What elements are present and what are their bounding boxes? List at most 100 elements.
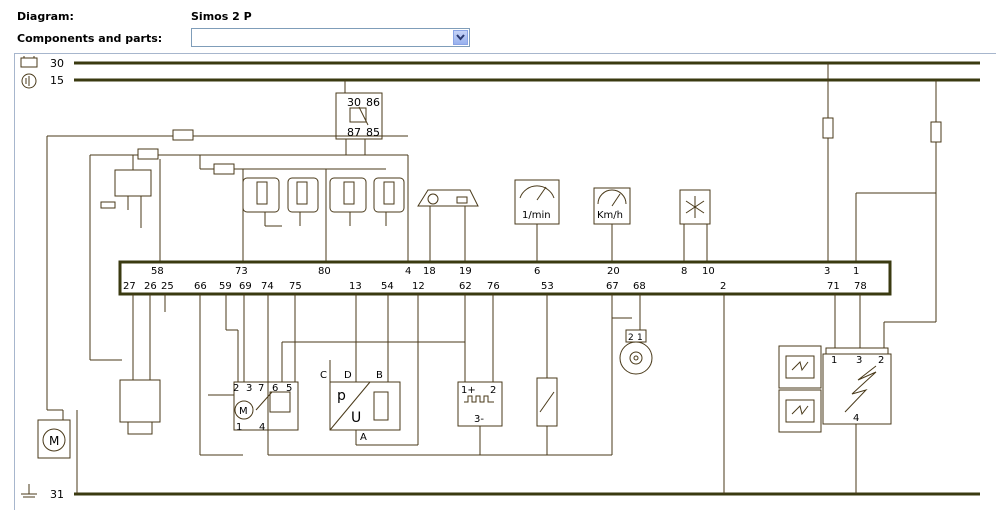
spark-plug-1 [778, 345, 822, 389]
ecu-pin: 58 [151, 266, 164, 277]
ecu-pin: 19 [459, 266, 472, 277]
speed-sensor-pin: 1 [637, 333, 643, 343]
spark-plug-2 [778, 389, 822, 433]
ecu-pin: 68 [633, 281, 646, 292]
injector-4 [373, 177, 405, 226]
ecu-pin: 69 [239, 281, 252, 292]
ecu-pin: 6 [534, 266, 540, 277]
ecu-pin: 66 [194, 281, 207, 292]
ecu-pin: 4 [405, 266, 411, 277]
diagram-name: Simos 2 P [191, 10, 252, 23]
speed-sensor [619, 329, 653, 375]
ecu-pin: 10 [702, 266, 715, 277]
components-select[interactable] [191, 28, 470, 47]
components-label: Components and parts: [17, 32, 163, 45]
throttle-pin: 6 [272, 383, 278, 394]
ecu-pin: 54 [381, 281, 394, 292]
ecu-pin: 62 [459, 281, 472, 292]
ecu-pin: 12 [412, 281, 425, 292]
fuel-injector-assembly [119, 294, 166, 435]
injector-3 [325, 169, 367, 262]
ecu-pin: 76 [487, 281, 500, 292]
map-pin: B [376, 370, 383, 381]
throttle-pin: 4 [259, 422, 265, 433]
ecu-pin: 27 [123, 281, 136, 292]
injector-2 [287, 177, 319, 226]
rail-30-label: 30 [50, 57, 64, 70]
coolant-temp-sensor [536, 377, 558, 455]
throttle-pin: 3 [246, 383, 252, 394]
ecu-pin: 74 [261, 281, 274, 292]
ecu-pin: 2 [720, 281, 726, 292]
ecu-pin: 20 [607, 266, 620, 277]
ecu-pin: 1 [853, 266, 859, 277]
battery-icon [20, 56, 38, 68]
ecu-pin: 3 [824, 266, 830, 277]
relay-pin: 30 [347, 96, 361, 109]
throttle-pin: 7 [258, 383, 264, 394]
diagram-label: Diagram: [17, 10, 74, 23]
map-u-label: U [351, 410, 361, 426]
ecu-pin: 75 [289, 281, 302, 292]
canister-valve [100, 155, 161, 262]
ecu-pin: 73 [235, 266, 248, 277]
hall-pin: 2 [490, 385, 496, 396]
ignition-pin: 4 [853, 413, 859, 424]
fuse-5-icon [213, 163, 235, 175]
map-pin: D [344, 370, 352, 381]
hall-pin: 1+ [461, 385, 476, 396]
relay-pin: 85 [366, 126, 380, 139]
relay-pin: 86 [366, 96, 380, 109]
relay-pin: 87 [347, 126, 361, 139]
hall-sensor [457, 381, 503, 455]
fuse-3-icon [172, 129, 194, 141]
ecu-pin: 26 [144, 281, 157, 292]
ground-icon [21, 484, 37, 498]
ecu-pin: 67 [606, 281, 619, 292]
speedometer-label: Km/h [597, 210, 623, 221]
air-conditioning-icon [679, 189, 711, 262]
injector-1 [242, 169, 282, 262]
ecu-block [118, 260, 892, 296]
rail-15-label: 15 [50, 74, 64, 87]
tachometer-label: 1/min [522, 210, 551, 221]
map-p-label: p [337, 388, 346, 404]
ecu-pin: 13 [349, 281, 362, 292]
ignition-coil-module [822, 347, 892, 425]
map-sensor [329, 381, 418, 446]
throttle-pin: 1 [236, 422, 242, 433]
fuel-pump-motor-label: M [49, 434, 59, 448]
intake-temp-sensor [417, 189, 479, 262]
ecu-pin: 59 [219, 281, 232, 292]
fuel-pump-motor [37, 409, 78, 494]
main-relay [335, 80, 383, 155]
speedometer-gauge [593, 187, 631, 262]
map-pin: C [320, 370, 327, 381]
throttle-motor-label: M [239, 406, 248, 417]
ecu-pin: 53 [541, 281, 554, 292]
throttle-body-unit [208, 381, 299, 431]
ecu-pin: 18 [423, 266, 436, 277]
ignition-pin: 3 [856, 355, 862, 366]
fuse-1-icon [822, 117, 834, 139]
dropdown-button[interactable] [453, 30, 468, 45]
ignition-pin: 2 [878, 355, 884, 366]
ecu-pin: 8 [681, 266, 687, 277]
throttle-pin: 2 [233, 383, 239, 394]
ignition-key-icon [21, 73, 37, 89]
ecu-pin: 71 [827, 281, 840, 292]
ecu-pin: 78 [854, 281, 867, 292]
ecu-pin: 80 [318, 266, 331, 277]
fuse-2-icon [930, 121, 942, 143]
hall-pin: 3- [474, 414, 484, 425]
diagram-frame [14, 53, 996, 510]
ecu-pin: 25 [161, 281, 174, 292]
rail-31-label: 31 [50, 488, 64, 501]
tachometer-gauge [514, 179, 560, 262]
speed-sensor-pin: 2 [628, 333, 634, 343]
map-pin: A [360, 432, 367, 443]
throttle-pin: 5 [286, 383, 292, 394]
ignition-pin: 1 [831, 355, 837, 366]
chevron-down-icon [456, 34, 465, 41]
